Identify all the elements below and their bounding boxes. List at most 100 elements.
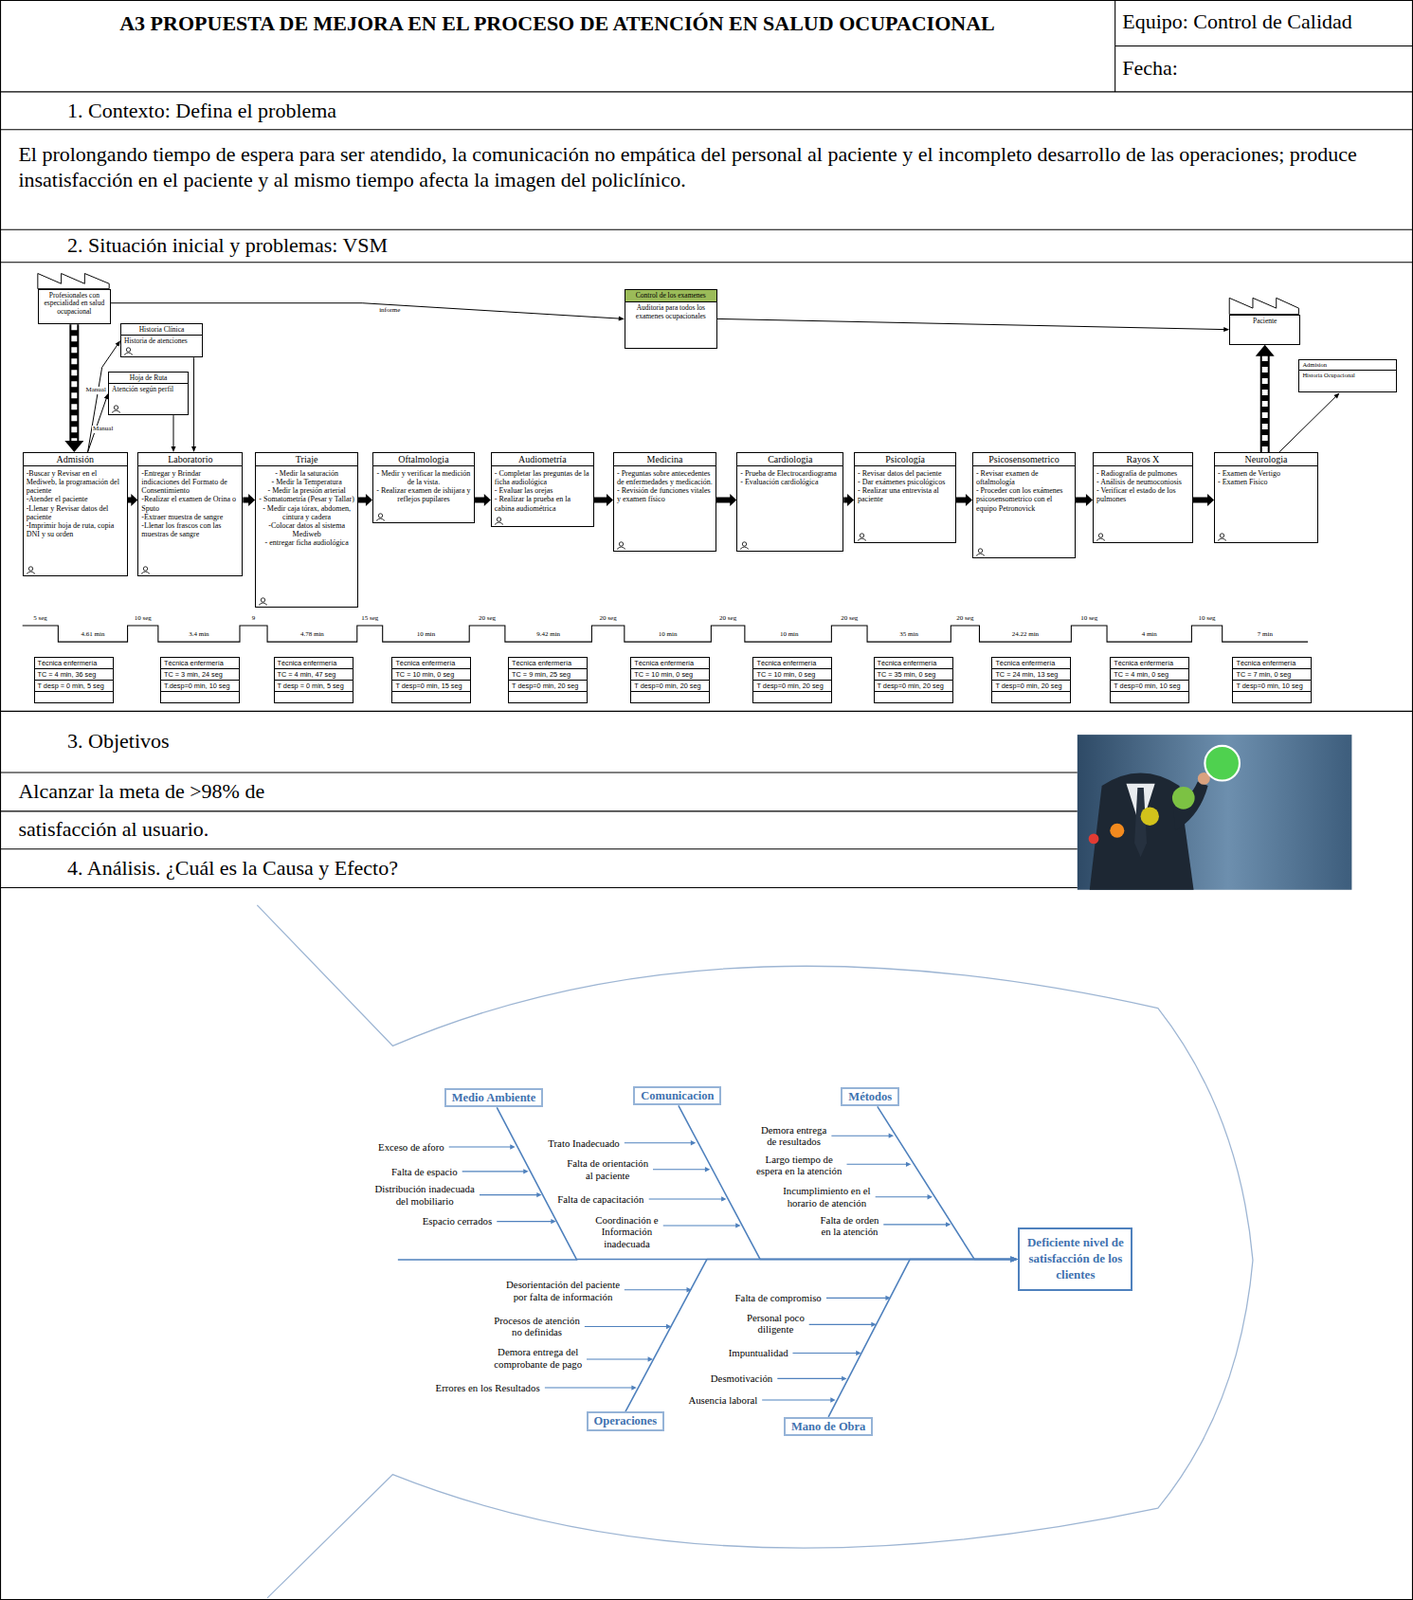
process-box: Rayos X- Radiografía de pulmones- Anális… (1092, 452, 1194, 544)
connector (64, 324, 84, 453)
connector (956, 493, 973, 507)
connector-line (877, 1105, 1013, 1259)
connector (678, 1105, 1018, 1262)
cycle-time: 3.4 min (188, 631, 209, 639)
cause-label: Falta de orientación al paciente (566, 1157, 650, 1181)
cycle-time: 10 min (658, 631, 678, 639)
operator-icon (257, 597, 269, 606)
connector (717, 318, 1230, 332)
box-label: Deficiente nivel de satisfacción de los … (1019, 1232, 1131, 1286)
connector (110, 303, 625, 322)
box-text: T desp=0 min, 20 seg (992, 680, 1070, 692)
box-text: - Preguntas sobre antecedentes de enferm… (614, 466, 716, 487)
connector-line (594, 497, 608, 504)
connector (127, 493, 139, 507)
connector-line (110, 303, 620, 319)
edge-label: Manual (91, 425, 114, 434)
operator-head (260, 597, 265, 601)
box-text: - Análisis de neumoconiosis (1093, 477, 1193, 487)
connector (474, 493, 491, 507)
connector-line (828, 1258, 1012, 1416)
empty-row (753, 691, 832, 703)
box-text: TC = 10 min, 0 seg (631, 669, 709, 681)
box-heading: Cardiologia (737, 452, 843, 467)
rating-red (1088, 833, 1100, 845)
cause-label: Espacio cerrados (421, 1214, 493, 1227)
box-text: - Medir y verificar la medición de la vi… (373, 466, 474, 487)
box-heading: Psicología (854, 452, 956, 467)
arrow-head (1255, 344, 1275, 357)
wait-time: 10 seg (1197, 615, 1215, 623)
arrow-head (64, 440, 84, 453)
empty-row (274, 691, 353, 703)
factory-box: Profesionales con especialidad en salud … (37, 289, 111, 326)
box-label: Métodos (842, 1088, 898, 1105)
cause-label: Errores en los Resultados (434, 1381, 542, 1394)
arrow-head (1010, 1255, 1018, 1262)
box-heading: Audiometría (491, 452, 594, 467)
process-box: Triaje- Medir la saturación- Medir la Te… (254, 452, 359, 608)
operator-icon (739, 541, 750, 550)
connector-line (1075, 497, 1087, 504)
operator-head (978, 548, 982, 553)
cycle-time: 4.78 min (300, 631, 325, 639)
box-text: Auditoria para todos los examenes ocupac… (625, 302, 717, 323)
box-heading: Control de los examenes (625, 289, 717, 304)
box-text: TC = 35 min, 0 seg (874, 669, 953, 681)
box-text: T desp=0 min, 20 seg (508, 680, 587, 692)
connector (1279, 392, 1341, 452)
process-box: Admisión-Buscar y Revisar en el Mediweb,… (22, 452, 128, 577)
box-text: TC = 3 min, 24 seg (161, 669, 239, 681)
connector-line (193, 357, 195, 448)
box-text: - Revisión de funciones vitales y examen… (614, 486, 716, 504)
box-heading: Oftalmologia (373, 452, 474, 467)
box-text: TC = 4 min, 47 seg (274, 669, 353, 681)
box-text: - Radiografía de pulmones (1093, 466, 1193, 478)
document-box: Historia ClínicaHistoria de atenciones (120, 323, 203, 358)
cause-label: Desorientación del paciente por falta de… (506, 1278, 621, 1303)
cause-label: Desmotivación (709, 1372, 774, 1384)
box-text: - Examen de Vertigo (1214, 466, 1318, 478)
operator-body (258, 602, 268, 606)
connector (1193, 493, 1214, 507)
box-text: - Evaluación cardiológica (737, 477, 843, 487)
box-heading: Laboratorio (138, 452, 242, 467)
section-heading: 3. Objetivos (67, 728, 170, 754)
cycle-time: 7 min (1257, 631, 1273, 639)
box-text: TC = 7 min, 0 seg (1232, 669, 1311, 681)
push-stripes (1262, 355, 1269, 453)
operator-body (976, 553, 985, 557)
operator-head (859, 532, 864, 537)
box-text: - Dar exámenes psicológicos (854, 477, 956, 487)
operator-icon (493, 516, 505, 526)
document-box: AdmisionHistoria Ocupacional (1298, 359, 1397, 394)
empty-row (35, 691, 113, 703)
operator-body (740, 546, 749, 550)
cycle-time: 4 min (1141, 631, 1158, 639)
operator-body (1096, 538, 1106, 542)
data-box: Técnica enfermeríaTC = 35 min, 0 segT de… (873, 656, 954, 704)
box-text: TC = 10 min, 0 seg (753, 669, 832, 681)
box-heading: Técnica enfermería (1232, 657, 1311, 670)
connector (191, 357, 197, 453)
box-text: - Realizar examen de ishijara y reflejos… (373, 486, 474, 504)
data-box: Técnica enfermeríaTC = 10 min, 0 segT de… (391, 656, 471, 704)
connector (88, 393, 109, 453)
operator-head (144, 566, 148, 571)
arrow-head (130, 493, 138, 507)
wait-time: 10 seg (134, 615, 152, 623)
data-box: Técnica enfermeríaTC = 4 min, 36 segT de… (34, 656, 114, 704)
operator-body (124, 352, 133, 356)
box-text: -Colocar datos al sistema Mediweb (255, 521, 358, 539)
operator-head (378, 513, 382, 518)
box-text: TC = 24 min, 13 seg (992, 669, 1070, 681)
header-field: Equipo: Control de Calidad (1122, 9, 1353, 35)
data-box: Técnica enfermeríaTC = 4 min, 47 segT de… (273, 656, 354, 704)
box-text: -Entregar y Brindar indicaciones del For… (138, 466, 242, 496)
connector-line (956, 497, 967, 504)
connector (171, 415, 177, 453)
data-box: Técnica enfermeríaTC = 10 min, 0 segT de… (752, 656, 833, 704)
box-text: Historia Ocupacional (1299, 370, 1396, 381)
box-heading: Técnica enfermería (274, 657, 353, 670)
box-text: T desp=0 min, 10 seg (1232, 680, 1311, 692)
